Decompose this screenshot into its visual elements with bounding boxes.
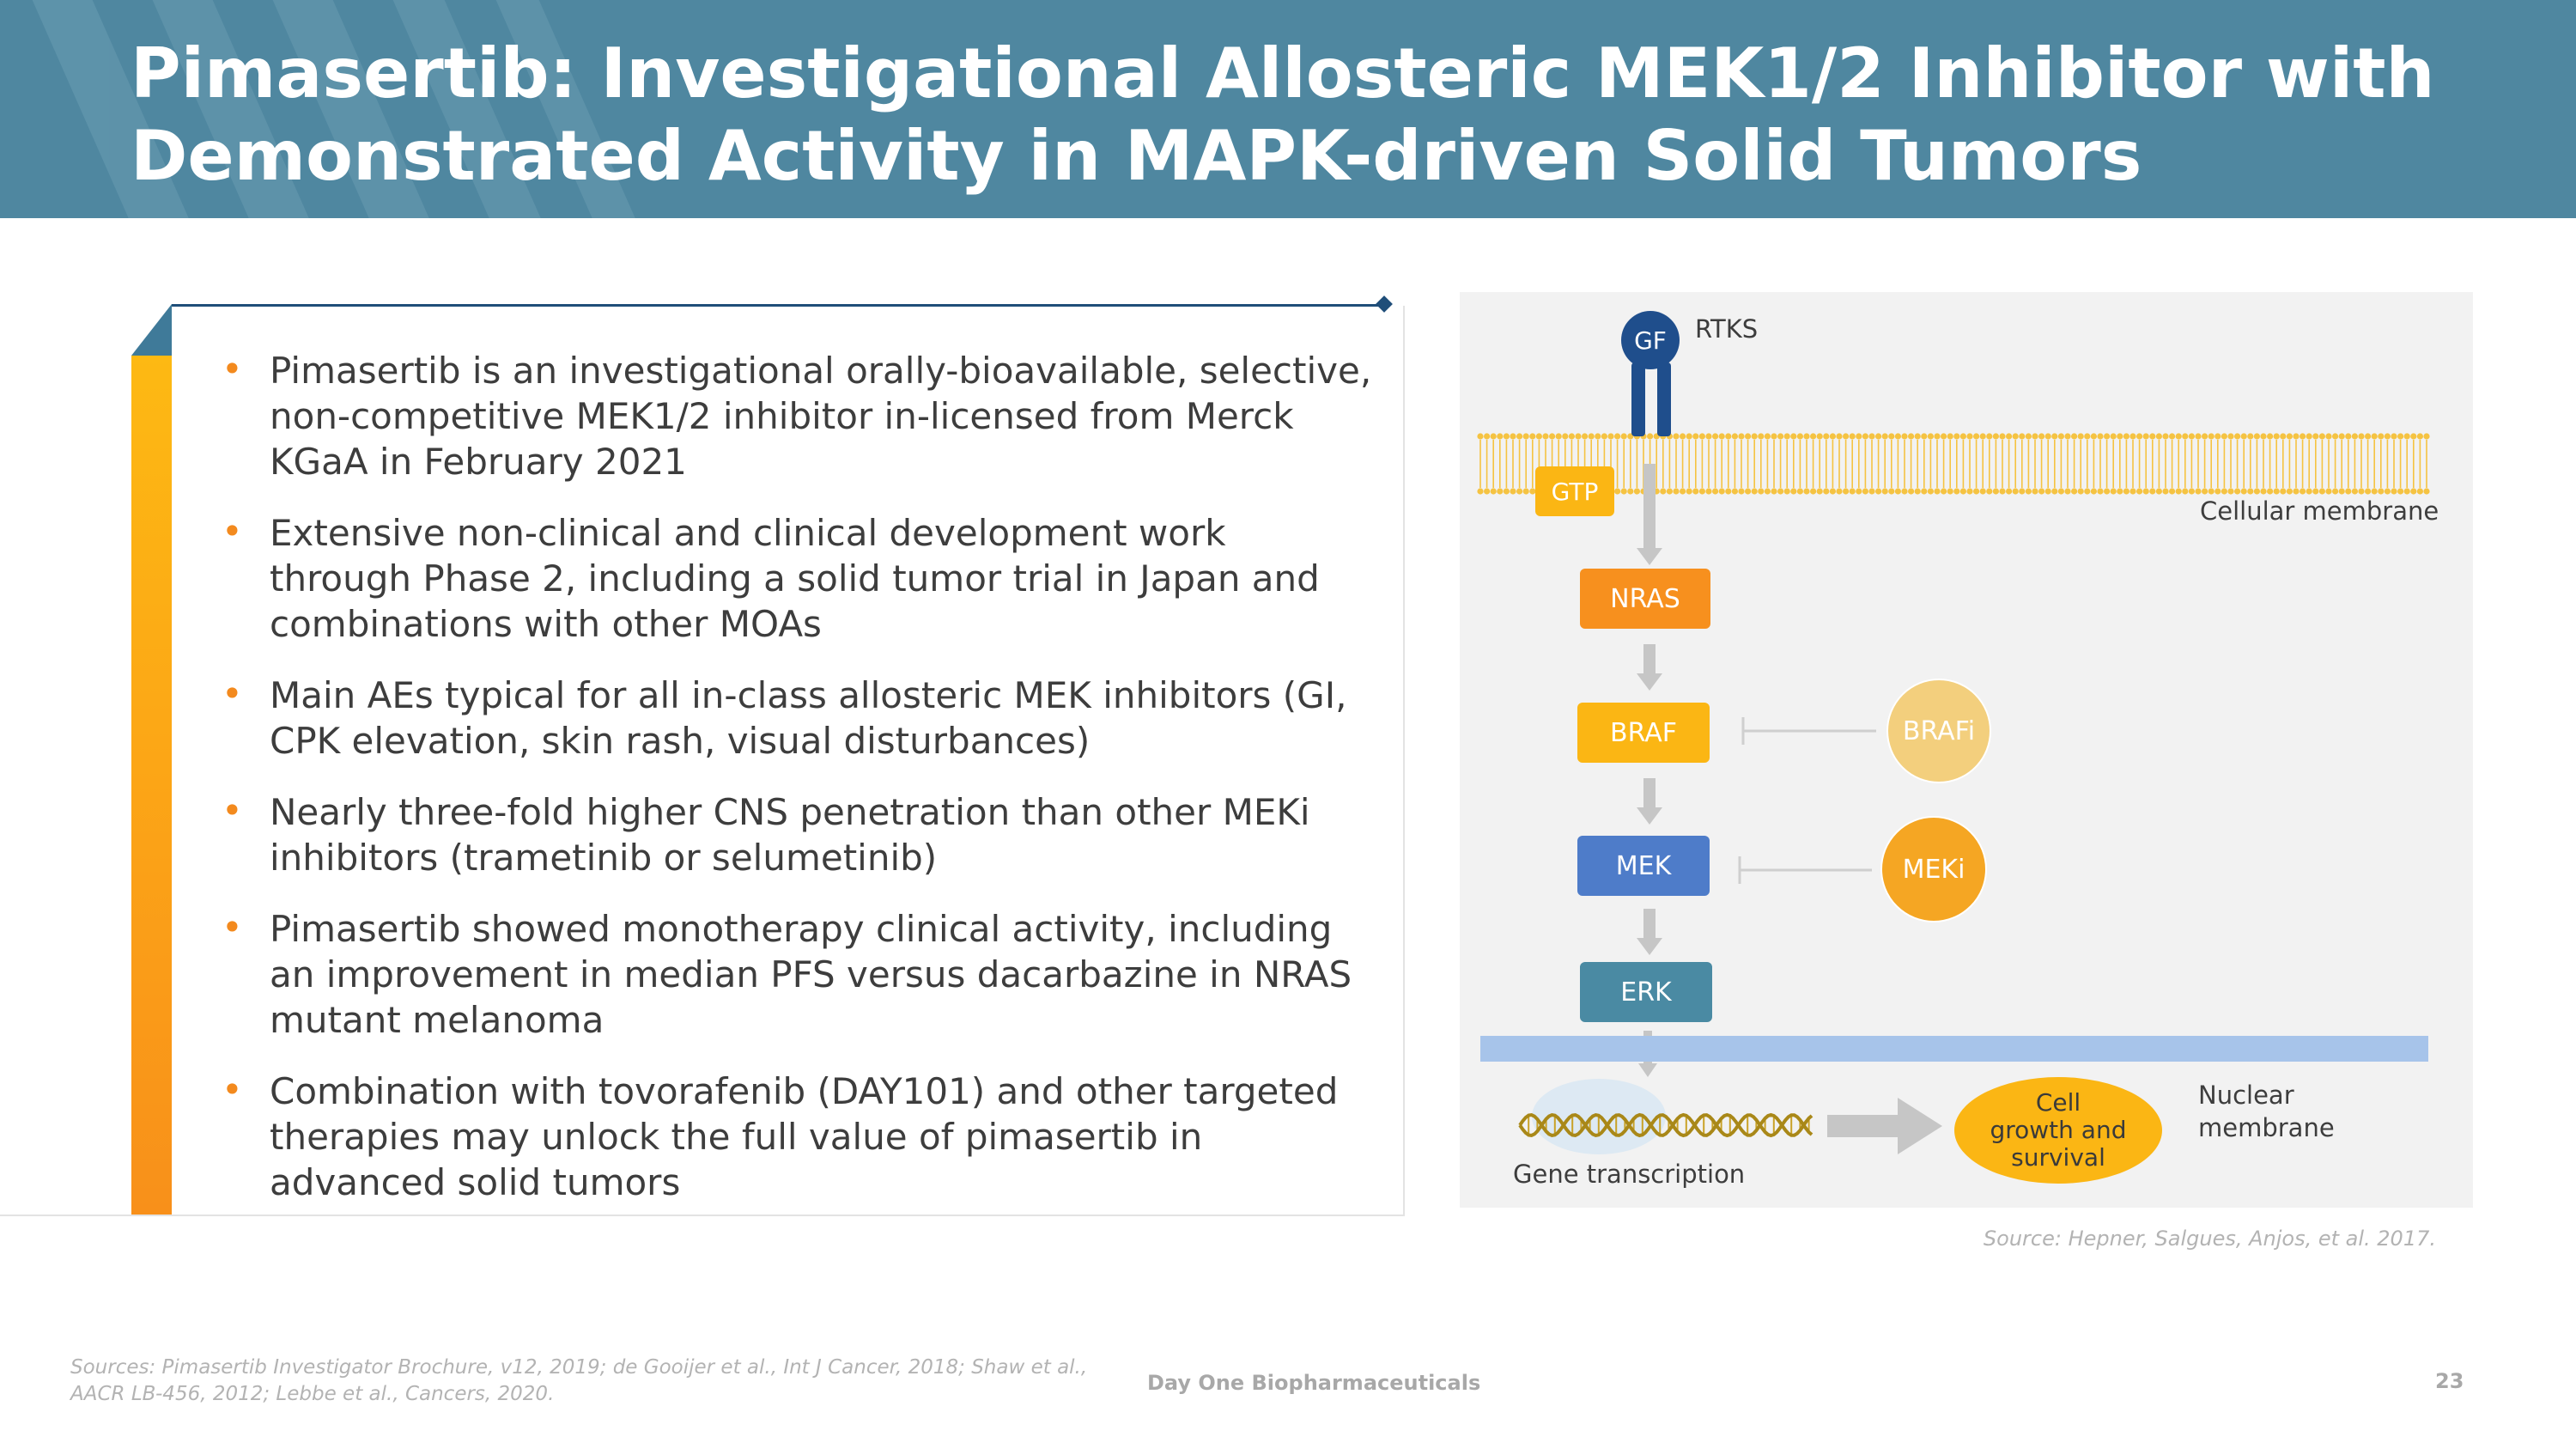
header-banner: Pimasertib: Investigational Allosteric M… [0, 0, 2576, 218]
pathway-graphics [1477, 362, 2430, 1154]
panel-corner-triangle [131, 304, 172, 356]
brafi-inhibitor: BRAFi [1886, 679, 1991, 783]
page-title: Pimasertib: Investigational Allosteric M… [131, 33, 2535, 198]
mek-node: MEK [1577, 836, 1710, 896]
bullet-item: • Extensive non-clinical and clinical dev… [215, 510, 1374, 647]
bullet-dot: • [222, 1068, 243, 1111]
panel-bottom-border [0, 1215, 1405, 1216]
cell-growth-line-2: growth and [1990, 1116, 2127, 1144]
title-line-2: Demonstrated Activity in MAPK-driven Sol… [131, 116, 2142, 196]
bullet-dot: • [222, 906, 243, 948]
meki-inhibitor: MEKi [1880, 816, 1987, 922]
nras-node: NRAS [1580, 569, 1710, 629]
bullet-dot: • [222, 789, 243, 831]
header-decoration [32, 0, 635, 218]
bullet-text: Pimasertib is an investigational orally-… [270, 350, 1372, 483]
nuclear-label-line-2: membrane [2198, 1113, 2335, 1142]
dna-helix-icon [1518, 1112, 1814, 1138]
erk-label: ERK [1620, 977, 1672, 1008]
rtks-label: RTKS [1695, 314, 1759, 344]
inhibition-lines [1738, 717, 1876, 884]
bullet-item: • Pimasertib is an investigational orally… [215, 348, 1374, 484]
braf-node: BRAF [1577, 703, 1710, 763]
transcription-arrow [1827, 1098, 1942, 1154]
accent-bar [131, 356, 172, 1215]
bullet-list: • Pimasertib is an investigational orally… [215, 348, 1374, 1231]
bullet-dot: • [222, 673, 243, 715]
gtp-label: GTP [1551, 477, 1599, 506]
bullet-item: • Pimasertib showed monotherapy clinical … [215, 906, 1374, 1043]
nuclear-label-line-1: Nuclear [2198, 1081, 2294, 1110]
erk-node: ERK [1580, 962, 1712, 1022]
gf-label: GF [1634, 326, 1667, 355]
bullet-item: • Combination with tovorafenib (DAY101) a… [215, 1068, 1374, 1205]
cell-growth-line-3: survival [2011, 1143, 2105, 1172]
braf-label: BRAF [1610, 717, 1677, 748]
bullet-text: Combination with tovorafenib (DAY101) an… [270, 1070, 1339, 1203]
footer-company: Day One Biopharmaceuticals [1147, 1371, 1481, 1395]
gtp-node: GTP [1535, 466, 1614, 516]
nras-label: NRAS [1610, 583, 1680, 614]
gene-transcription-label: Gene transcription [1513, 1160, 1746, 1189]
cell-growth-line-1: Cell [2035, 1088, 2081, 1117]
receptor-leg-left [1631, 362, 1645, 436]
page-number: 23 [2435, 1369, 2464, 1393]
bullet-text: Extensive non-clinical and clinical deve… [270, 512, 1320, 645]
title-line-1: Pimasertib: Investigational Allosteric M… [131, 33, 2435, 113]
diagram-source: Source: Hepner, Salgues, Anjos, et al. 2… [1983, 1227, 2436, 1251]
panel-rule-diamond [1376, 295, 1393, 313]
bullet-text: Pimasertib showed monotherapy clinical a… [270, 908, 1352, 1041]
bullet-text: Nearly three-fold higher CNS penetration… [270, 791, 1310, 879]
mek-label: MEK [1615, 850, 1672, 881]
meki-label: MEKi [1902, 854, 1965, 885]
receptor-leg-right [1657, 362, 1671, 436]
panel-right-border [1403, 306, 1405, 1216]
nuclear-membrane-label: Nuclear membrane [2198, 1079, 2335, 1144]
bullet-dot: • [222, 510, 243, 552]
bullet-text: Main AEs typical for all in-class allost… [270, 674, 1347, 762]
footer-sources: Sources: Pimasertib Investigator Brochur… [70, 1356, 1088, 1405]
cell-growth-node: Cell growth and survival [1954, 1077, 2162, 1184]
bullet-item: • Nearly three-fold higher CNS penetratio… [215, 789, 1374, 880]
nuclear-membrane-bar [1480, 1036, 2428, 1062]
bullet-dot: • [222, 348, 243, 390]
mapk-pathway-diagram: GF RTKS GTP Cellular membrane NRAS BRAF … [1460, 292, 2473, 1208]
bullet-item: • Main AEs typical for all in-class allos… [215, 673, 1374, 764]
cellular-membrane-label: Cellular membrane [2200, 496, 2439, 526]
panel-top-rule [172, 304, 1384, 307]
gf-ligand: GF [1621, 311, 1680, 369]
brafi-label: BRAFi [1902, 715, 1976, 746]
cellular-membrane-bilayer [1477, 433, 2430, 495]
